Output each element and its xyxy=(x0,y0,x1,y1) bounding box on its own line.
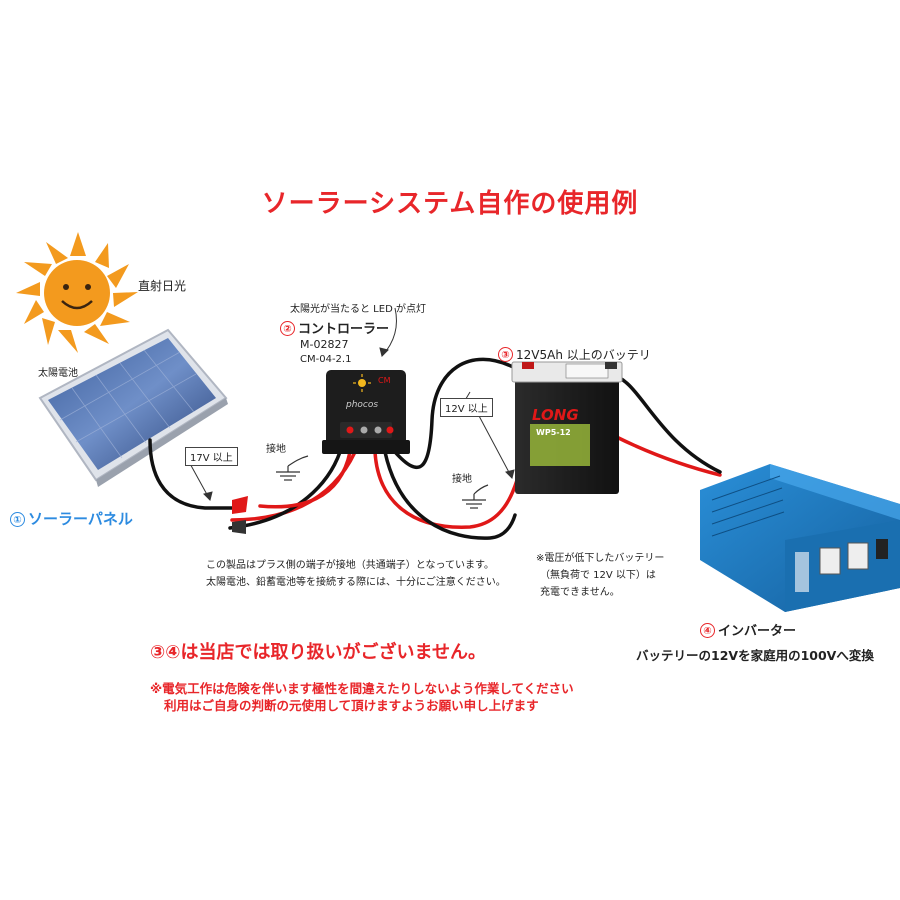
controller-image xyxy=(322,370,410,454)
plus-terminal-note: この製品はプラス側の端子が接地（共通端子）となっています。 太陽電池、鉛蓄電池等… xyxy=(206,557,506,591)
battery-number: ③ xyxy=(498,347,513,362)
battery-voltage-label: 12V 以上 xyxy=(440,398,493,417)
plus-note-line-1: この製品はプラス側の端子が接地（共通端子）となっています。 xyxy=(206,560,494,571)
solar-cell-label: 太陽電池 xyxy=(38,368,78,379)
led-note: 太陽光が当たると LED が点灯 xyxy=(290,304,426,315)
battery-name: 12V5Ah 以上のバッテリ xyxy=(516,348,651,362)
controller-model-2: CM-04-2.1 xyxy=(300,354,352,365)
ground-label-1: 接地 xyxy=(266,444,286,455)
inverter-number: ④ xyxy=(700,623,715,638)
ground-symbol-2 xyxy=(462,484,489,509)
battery-brand: LONG xyxy=(532,406,579,424)
battery-note-line-2: （無負荷で 12V 以下）は xyxy=(540,570,656,581)
inverter-description: バッテリーの12Vを家庭用の100Vへ変換 xyxy=(636,648,874,663)
page-title: ソーラーシステム自作の使用例 xyxy=(261,189,639,219)
inverter-image xyxy=(700,464,900,612)
warning-line-2: 利用はご自身の判断の元使用して頂けますようお願い申し上げます xyxy=(164,698,539,713)
sun-icon xyxy=(16,232,138,353)
battery-voltage-note: ※電圧が低下したバッテリー （無負荷で 12V 以下）は 充電できません。 xyxy=(536,550,664,601)
panel-number: ① xyxy=(10,512,25,527)
battery-image xyxy=(511,361,623,494)
terminal-forks xyxy=(232,496,248,534)
safety-warning: ※電気工作は危険を伴います極性を間違えたりしないよう作業してください 利用はご自… xyxy=(150,680,574,714)
controller-name: コントローラー xyxy=(298,322,390,337)
ground-label-2: 接地 xyxy=(452,474,472,485)
panel-name: ソーラーパネル xyxy=(28,510,133,528)
warning-line-1: ※電気工作は危険を伴います極性を間違えたりしないよう作業してください xyxy=(150,681,574,696)
solar-panel-image xyxy=(38,328,228,487)
controller-led-text: CM xyxy=(378,376,391,385)
battery-note-line-1: ※電圧が低下したバッテリー xyxy=(536,553,665,564)
controller-number: ② xyxy=(280,321,295,336)
battery-model: WP5-12 xyxy=(536,428,571,437)
controller-model-1: M-02827 xyxy=(300,338,349,351)
sunlight-label: 直射日光 xyxy=(138,279,187,293)
battery-note-line-3: 充電できません。 xyxy=(540,587,620,598)
panel-voltage-label: 17V 以上 xyxy=(185,447,238,466)
controller-brand: phocos xyxy=(346,400,379,410)
plus-note-line-2: 太陽電池、鉛蓄電池等を接続する際には、十分にご注意ください。 xyxy=(206,577,506,588)
ground-symbol-1 xyxy=(276,455,309,481)
not-handled-note: ③④は当店では取り扱いがございません。 xyxy=(150,642,486,663)
inverter-name: インバーター xyxy=(718,624,797,639)
